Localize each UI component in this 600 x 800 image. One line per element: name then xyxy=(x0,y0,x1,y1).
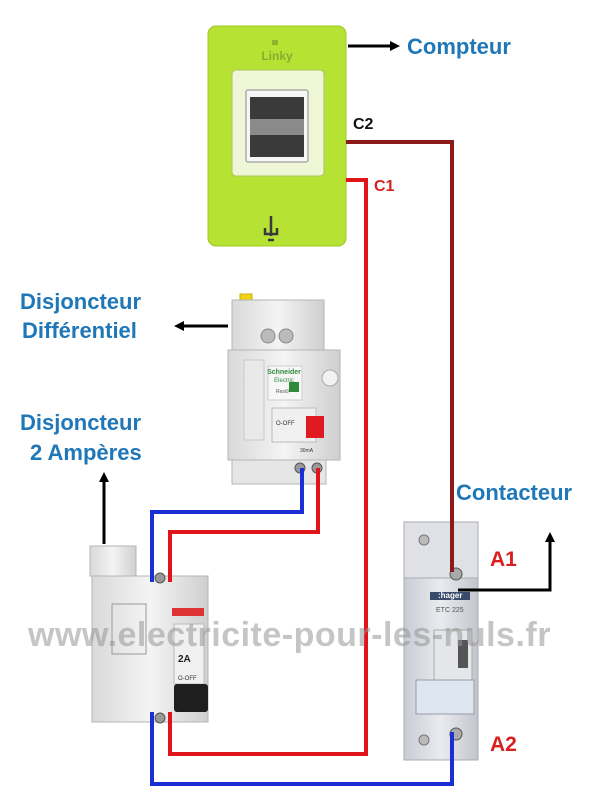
diff-model: Resi9 xyxy=(276,389,289,395)
diff-rating: 30mA xyxy=(300,448,314,454)
breaker-off-label: O-OFF xyxy=(178,676,197,682)
linky-brand: Linky xyxy=(261,49,293,63)
wire-breaker-a2-blue xyxy=(150,712,454,786)
hager-model: ETC 225 xyxy=(436,607,464,614)
wire-diff-breaker-red xyxy=(168,468,320,582)
two-amp-breaker xyxy=(89,545,209,724)
wire-diff-breaker-blue xyxy=(150,468,304,582)
linky-meter xyxy=(207,25,347,247)
differential-breaker xyxy=(227,293,341,485)
terminal-c1: C1 xyxy=(374,178,395,195)
label-disjoncteur-2a-line1: Disjoncteur xyxy=(20,410,142,435)
terminal-c2: C2 xyxy=(353,116,374,133)
label-disjoncteur-diff-line1: Disjoncteur xyxy=(20,289,142,314)
hager-contactor xyxy=(403,521,479,761)
label-disjoncteur-2a-line2: 2 Ampères xyxy=(30,440,142,465)
wire-c1-breaker xyxy=(168,178,368,756)
diff-off-label: O-OFF xyxy=(276,421,295,427)
label-disjoncteur-diff-line2: Différentiel xyxy=(22,318,137,343)
schneider-sub: Electric xyxy=(274,378,294,384)
terminal-a2: A2 xyxy=(490,733,517,756)
hager-brand: :hager xyxy=(438,591,462,600)
terminal-a1: A1 xyxy=(490,548,517,571)
label-compteur: Compteur xyxy=(407,34,511,59)
label-contacteur: Contacteur xyxy=(456,480,573,505)
wire-c2-a1 xyxy=(346,140,454,572)
schneider-brand: Schneider xyxy=(267,369,301,376)
arrow-contacteur xyxy=(458,532,555,592)
watermark: www.electricite-pour-les-nuls.fr xyxy=(28,616,551,654)
breaker-rating: 2A xyxy=(178,654,191,665)
